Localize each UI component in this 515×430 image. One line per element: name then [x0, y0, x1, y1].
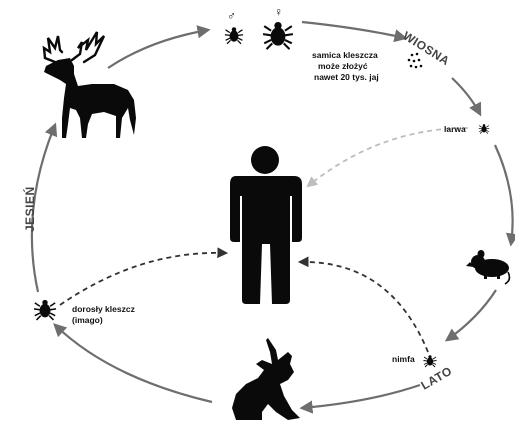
male-symbol: ♂: [227, 9, 236, 23]
female-symbol: ♀: [274, 5, 283, 19]
cycle-arrow-deer-to-ticks: [107, 25, 211, 69]
female-note-line-3: nawet 20 tys. jaj: [314, 72, 379, 82]
deer-icon: [42, 31, 136, 138]
adult-label-line-1: dorosły kleszcz: [72, 304, 135, 314]
cycle-arrow-summer-to-hare: [299, 383, 421, 414]
nymph-label: nimfa: [392, 354, 415, 364]
cycle-arrow-spring-to-larva: [451, 77, 482, 117]
eggs-icon: [407, 52, 423, 69]
hare-icon: [232, 338, 300, 420]
female-tick-icon: ♀: [262, 5, 294, 51]
dashed-arrow-nymph-to-human: [297, 256, 429, 353]
adult-tick-icon: [33, 299, 57, 321]
season-spring: WIOSNA: [400, 29, 452, 69]
season-summer: LATO: [419, 364, 455, 393]
dashed-arrow-larva-to-human: [306, 127, 469, 188]
female-note-line-1: samica kleszcza: [312, 50, 378, 60]
cycle-arrow-ticks-to-eggs: [301, 20, 408, 43]
female-note-line-2: może złożyć: [318, 61, 368, 71]
mouse-icon: [466, 250, 511, 285]
adult-label-line-2: (imago): [72, 315, 103, 325]
nymph-icon: [423, 354, 437, 368]
season-autumn: JESIEŃ: [22, 186, 37, 232]
larva-label: larwa: [444, 124, 466, 134]
cycle-arrow-larva-to-mouse: [494, 144, 515, 247]
male-tick-icon: ♂: [224, 9, 244, 45]
larva-icon: [478, 123, 490, 134]
cycle-arrow-mouse-to-nymph: [444, 289, 497, 342]
cycle-arrow-adult-to-deer: [30, 122, 58, 293]
human-icon: [230, 146, 302, 304]
dashed-arrow-adult-to-human: [59, 247, 229, 306]
cycle-arrow-hare-to-adult: [53, 323, 213, 404]
